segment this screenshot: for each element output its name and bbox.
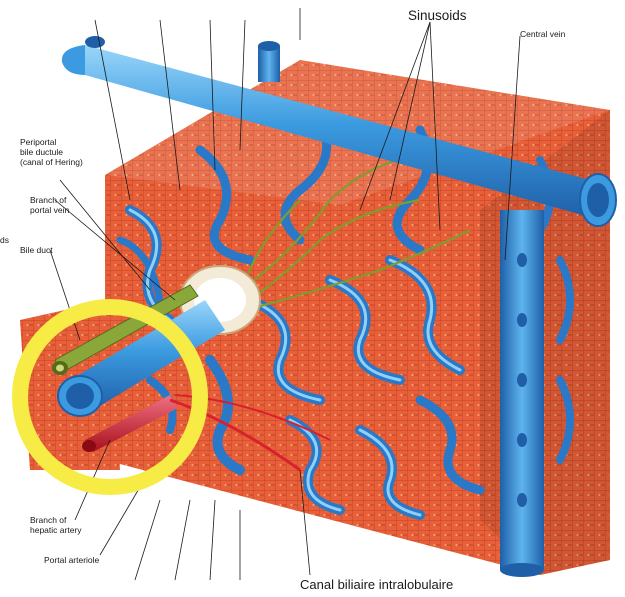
central-vein-vertical [500, 210, 544, 577]
branch-of-portal-vein-label: Branch of portal vein [30, 196, 69, 216]
central-vein-label: Central vein [520, 30, 565, 40]
branch-of-hepatic-artery-label: Branch of hepatic artery [30, 516, 82, 536]
sinusoids-label: Sinusoids [408, 8, 467, 24]
portal-arteriole-label: Portal arteriole [44, 556, 99, 566]
bile-duct-label: Bile duct [20, 246, 53, 256]
cut-off-label-fragment: ds [0, 236, 9, 246]
periportal-bile-ductule-label: Periportal bile ductule (canal of Hering… [20, 138, 83, 167]
canal-biliaire-intralobulaire-label: Canal biliaire intralobulaire [300, 578, 453, 593]
